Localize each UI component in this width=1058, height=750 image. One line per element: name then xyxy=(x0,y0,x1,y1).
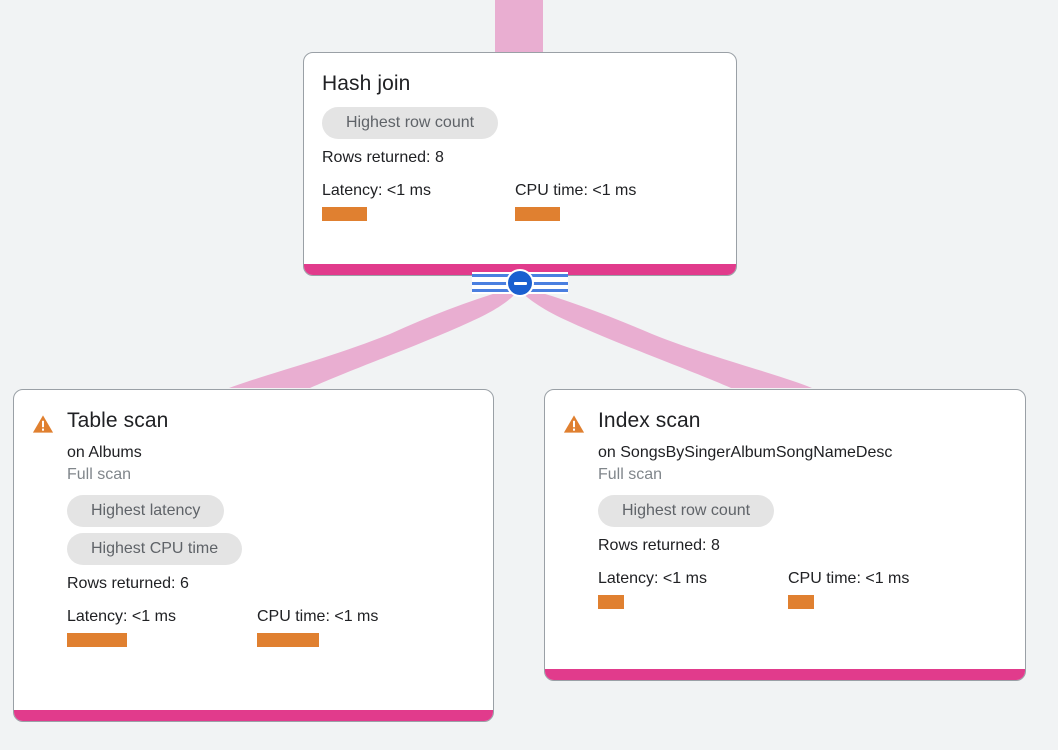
minus-glyph xyxy=(513,281,527,285)
warning-triangle-icon xyxy=(32,415,54,433)
metric-cpu-time-label: CPU time: <1 ms xyxy=(257,608,379,625)
chip-highest-cpu-time: Highest CPU time xyxy=(67,533,243,565)
node-scan-type: Full scan xyxy=(598,466,663,483)
metric-latency: Latency: <1 ms xyxy=(67,607,257,647)
node-title: Index scan xyxy=(598,409,701,432)
node-hash-join[interactable]: Hash join Highest row count Rows returne… xyxy=(303,52,737,276)
metric-latency-bar xyxy=(322,207,367,221)
rows-returned: Rows returned: 8 xyxy=(322,149,444,166)
node-table-scan-chips: Highest latency Highest CPU time xyxy=(67,489,378,565)
node-hash-join-body: Hash join Highest row count Rows returne… xyxy=(304,53,736,275)
metric-cpu-time: CPU time: <1 ms xyxy=(788,569,909,609)
metric-cpu-time-label: CPU time: <1 ms xyxy=(515,182,637,199)
chip-highest-latency: Highest latency xyxy=(67,495,225,527)
node-hash-join-metrics: Latency: <1 ms CPU time: <1 ms xyxy=(322,181,718,221)
metric-latency-label: Latency: <1 ms xyxy=(322,182,431,199)
node-index-scan-metrics: Latency: <1 ms CPU time: <1 ms xyxy=(598,569,909,609)
node-hash-join-header: Hash join xyxy=(322,71,718,97)
warning-triangle-icon xyxy=(563,415,585,433)
metric-latency-bar xyxy=(67,633,127,647)
metric-latency: Latency: <1 ms xyxy=(322,181,515,221)
node-table-scan-body: Table scan on Albums Full scan Highest l… xyxy=(14,390,493,721)
node-table-scan[interactable]: Table scan on Albums Full scan Highest l… xyxy=(13,389,494,722)
edge-hashjoin-to-indexscan xyxy=(521,288,812,388)
node-subtitle: on SongsBySingerAlbumSongNameDesc xyxy=(598,444,893,461)
metric-cpu-time-bar xyxy=(257,633,319,647)
node-hash-join-chips: Highest row count xyxy=(322,101,718,139)
node-subtitle: on Albums xyxy=(67,444,142,461)
node-title: Table scan xyxy=(67,409,169,432)
chip-highest-row-count: Highest row count xyxy=(322,107,499,139)
metric-cpu-time: CPU time: <1 ms xyxy=(257,607,378,647)
metric-cpu-time-bar xyxy=(788,595,814,609)
node-title: Hash join xyxy=(322,72,411,95)
metric-cpu-time-label: CPU time: <1 ms xyxy=(788,570,910,587)
node-index-scan[interactable]: Index scan on SongsBySingerAlbumSongName… xyxy=(544,389,1026,681)
node-table-scan-metrics: Latency: <1 ms CPU time: <1 ms xyxy=(67,607,378,647)
metric-latency-label: Latency: <1 ms xyxy=(67,608,176,625)
edge-incoming-stub xyxy=(495,0,543,52)
minus-circle-icon[interactable] xyxy=(506,269,534,297)
edge-hashjoin-to-tablescan xyxy=(229,288,517,388)
metric-latency-label: Latency: <1 ms xyxy=(598,570,707,587)
node-accent-bar xyxy=(14,710,493,721)
node-scan-type: Full scan xyxy=(67,466,132,483)
rows-returned: Rows returned: 6 xyxy=(67,575,189,592)
metric-cpu-time: CPU time: <1 ms xyxy=(515,181,636,221)
metric-cpu-time-bar xyxy=(515,207,560,221)
rows-returned: Rows returned: 8 xyxy=(598,537,720,554)
chip-highest-row-count: Highest row count xyxy=(598,495,775,527)
node-index-scan-chips: Highest row count xyxy=(598,489,909,527)
metric-latency: Latency: <1 ms xyxy=(598,569,788,609)
node-index-scan-header: Index scan on SongsBySingerAlbumSongName… xyxy=(563,408,1007,609)
node-index-scan-body: Index scan on SongsBySingerAlbumSongName… xyxy=(545,390,1025,680)
metric-latency-bar xyxy=(598,595,624,609)
node-accent-bar xyxy=(545,669,1025,680)
node-table-scan-header: Table scan on Albums Full scan Highest l… xyxy=(32,408,475,647)
